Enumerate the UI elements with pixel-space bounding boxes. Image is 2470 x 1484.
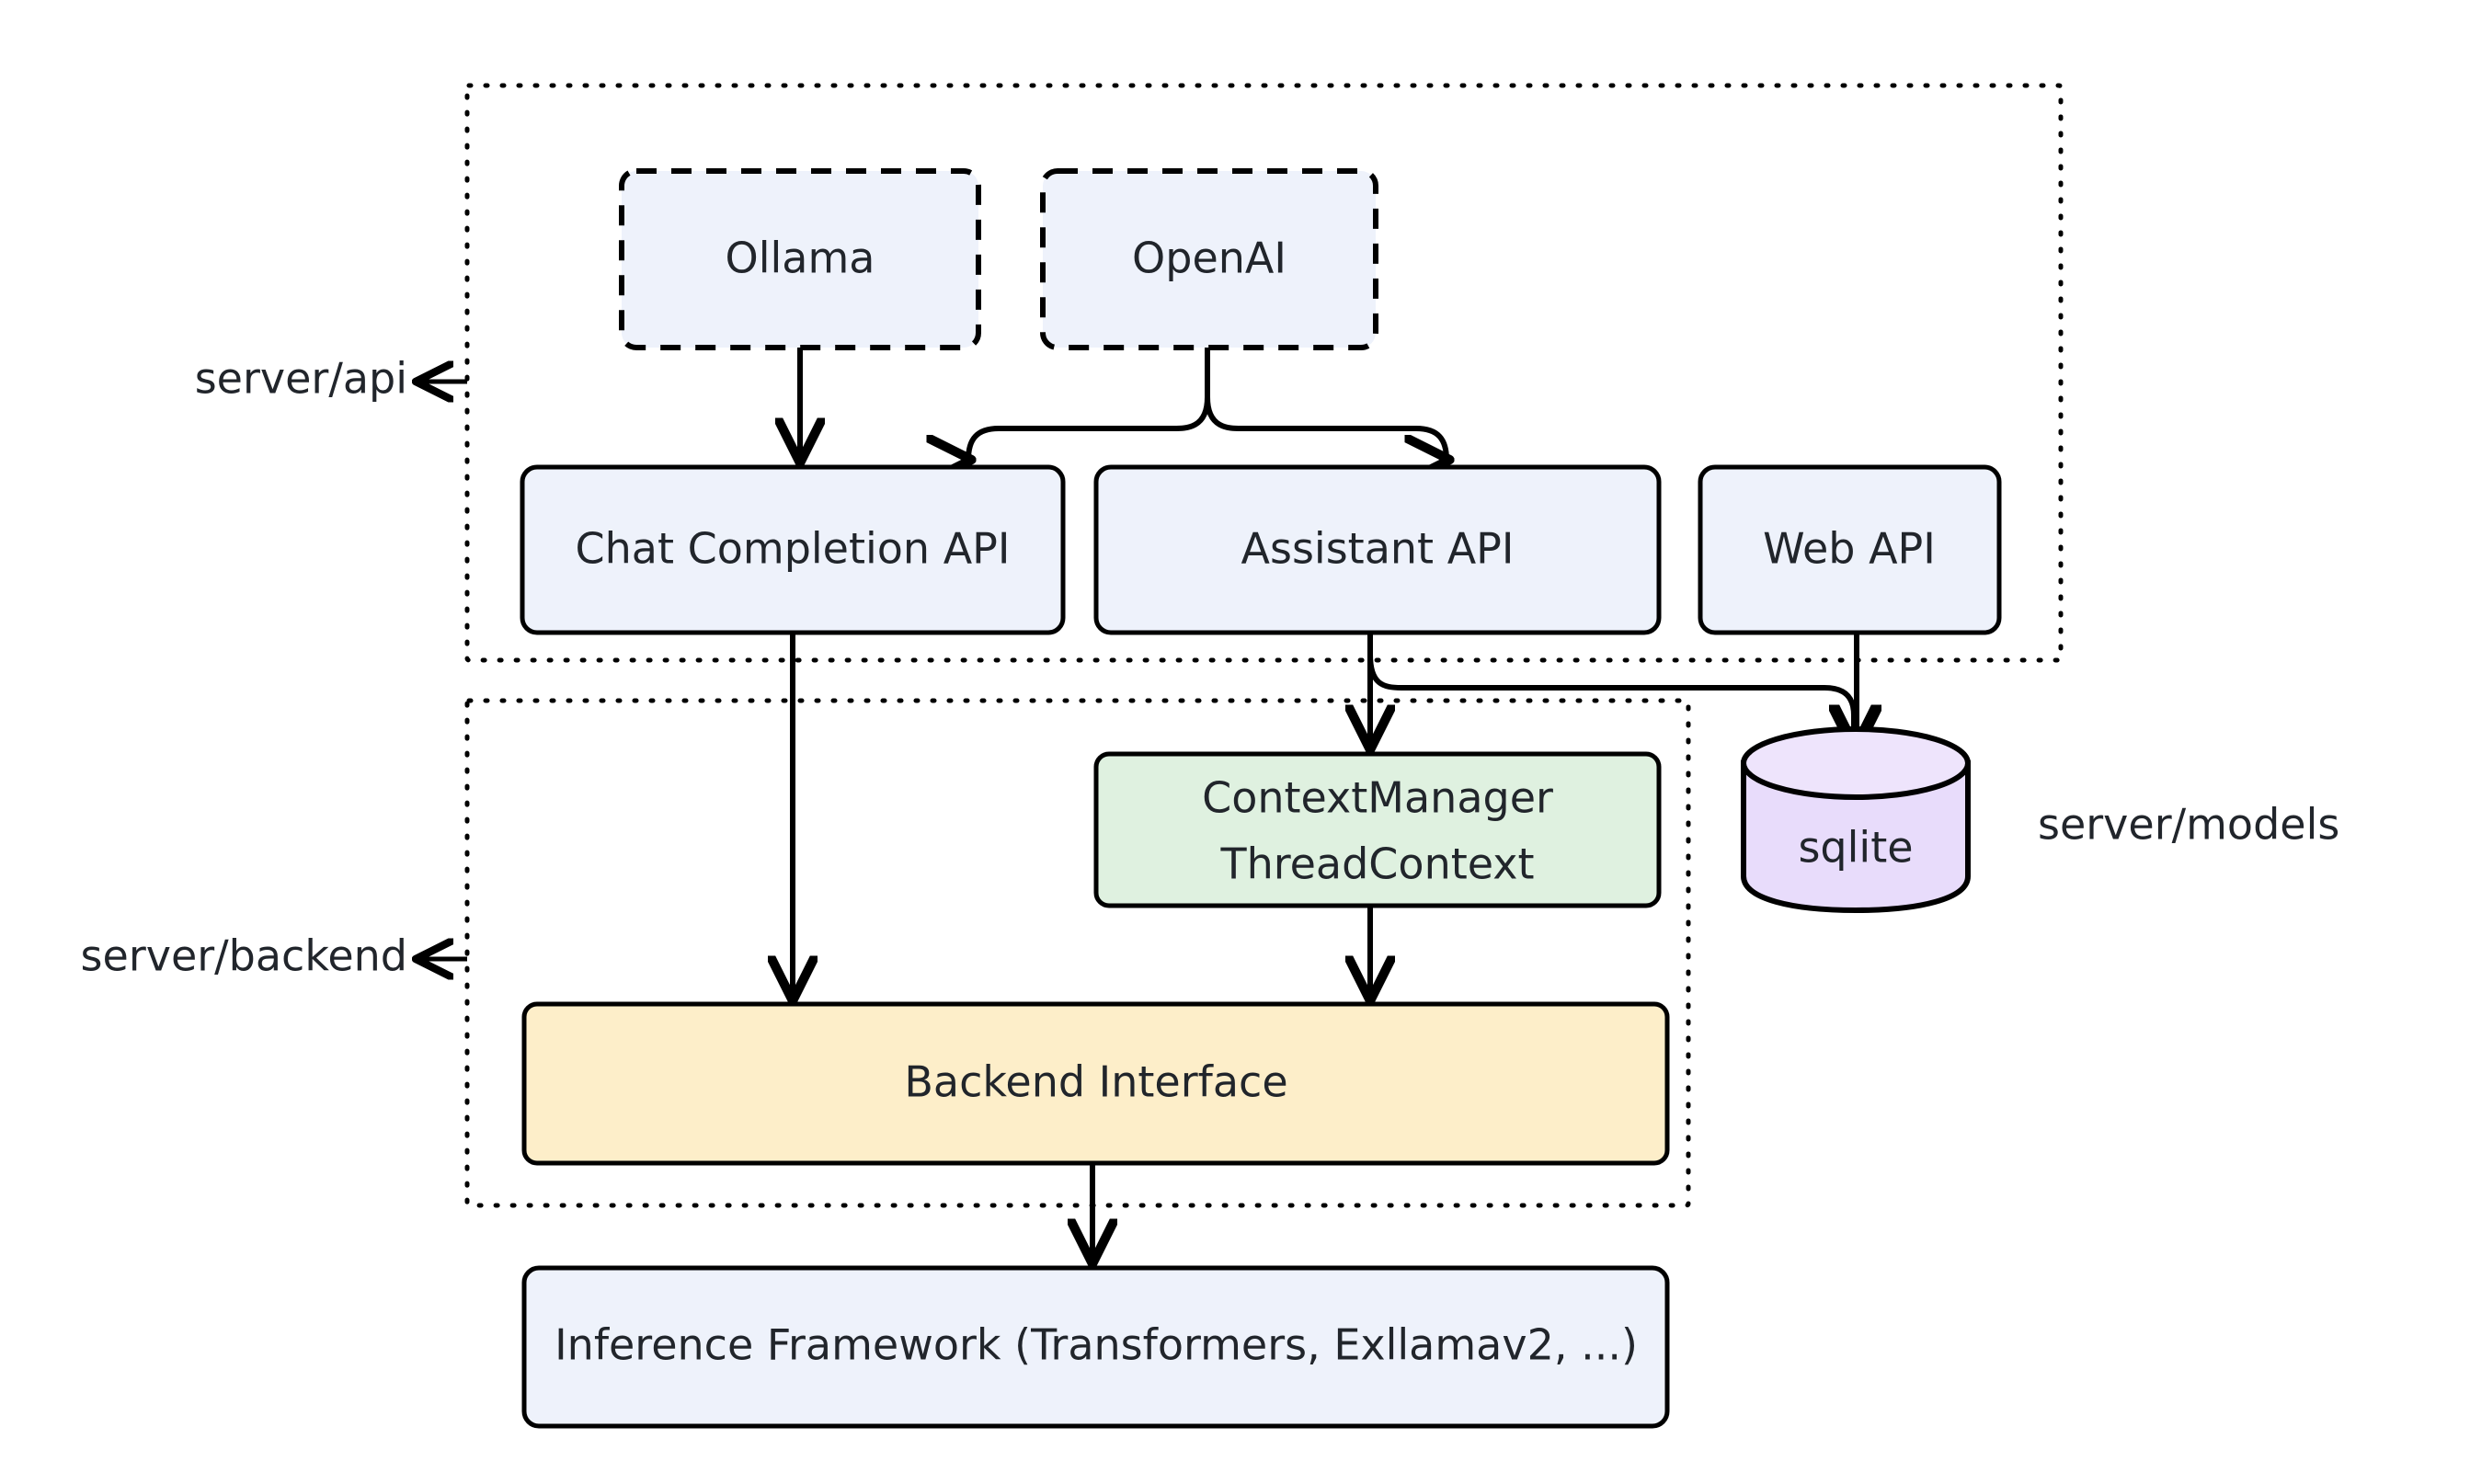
node-context-manager[interactable]: ContextManager ThreadContext bbox=[1093, 751, 1662, 908]
node-ollama-label: Ollama bbox=[726, 234, 875, 283]
node-chat-completion-api-label: Chat Completion API bbox=[576, 524, 1011, 574]
group-label-server-models: server/models bbox=[2038, 800, 2339, 850]
group-container-server-backend bbox=[464, 698, 1691, 1208]
group-label-server-backend: server/backend bbox=[81, 931, 407, 981]
edge-assistant-to-sqlite bbox=[1367, 654, 1854, 747]
node-backend-interface-label: Backend Interface bbox=[904, 1057, 1287, 1107]
edge-openai-to-assistant bbox=[1205, 396, 1447, 460]
node-openai[interactable]: OpenAI bbox=[1040, 168, 1378, 350]
group-label-server-api: server/api bbox=[195, 354, 407, 404]
node-inference-framework[interactable]: Inference Framework (Transformers, Exlla… bbox=[521, 1265, 1670, 1429]
node-assistant-api[interactable]: Assistant API bbox=[1093, 464, 1662, 635]
node-ollama[interactable]: Ollama bbox=[619, 168, 981, 350]
node-web-api[interactable]: Web API bbox=[1698, 464, 2002, 635]
node-assistant-api-label: Assistant API bbox=[1241, 524, 1515, 574]
group-container-server-api bbox=[464, 83, 2064, 663]
node-context-manager-label-line1: ContextManager bbox=[1202, 773, 1553, 823]
node-inference-framework-label: Inference Framework (Transformers, Exlla… bbox=[555, 1320, 1638, 1370]
node-openai-label: OpenAI bbox=[1132, 234, 1286, 283]
node-context-manager-label-line2: ThreadContext bbox=[1219, 839, 1534, 889]
node-sqlite[interactable]: sqlite bbox=[1741, 726, 1971, 914]
node-chat-completion-api[interactable]: Chat Completion API bbox=[520, 464, 1066, 635]
node-sqlite-label: sqlite bbox=[1798, 823, 1913, 873]
node-backend-interface[interactable]: Backend Interface bbox=[521, 1001, 1670, 1166]
edge-openai-to-chat bbox=[968, 396, 1210, 460]
node-web-api-label: Web API bbox=[1763, 524, 1936, 574]
